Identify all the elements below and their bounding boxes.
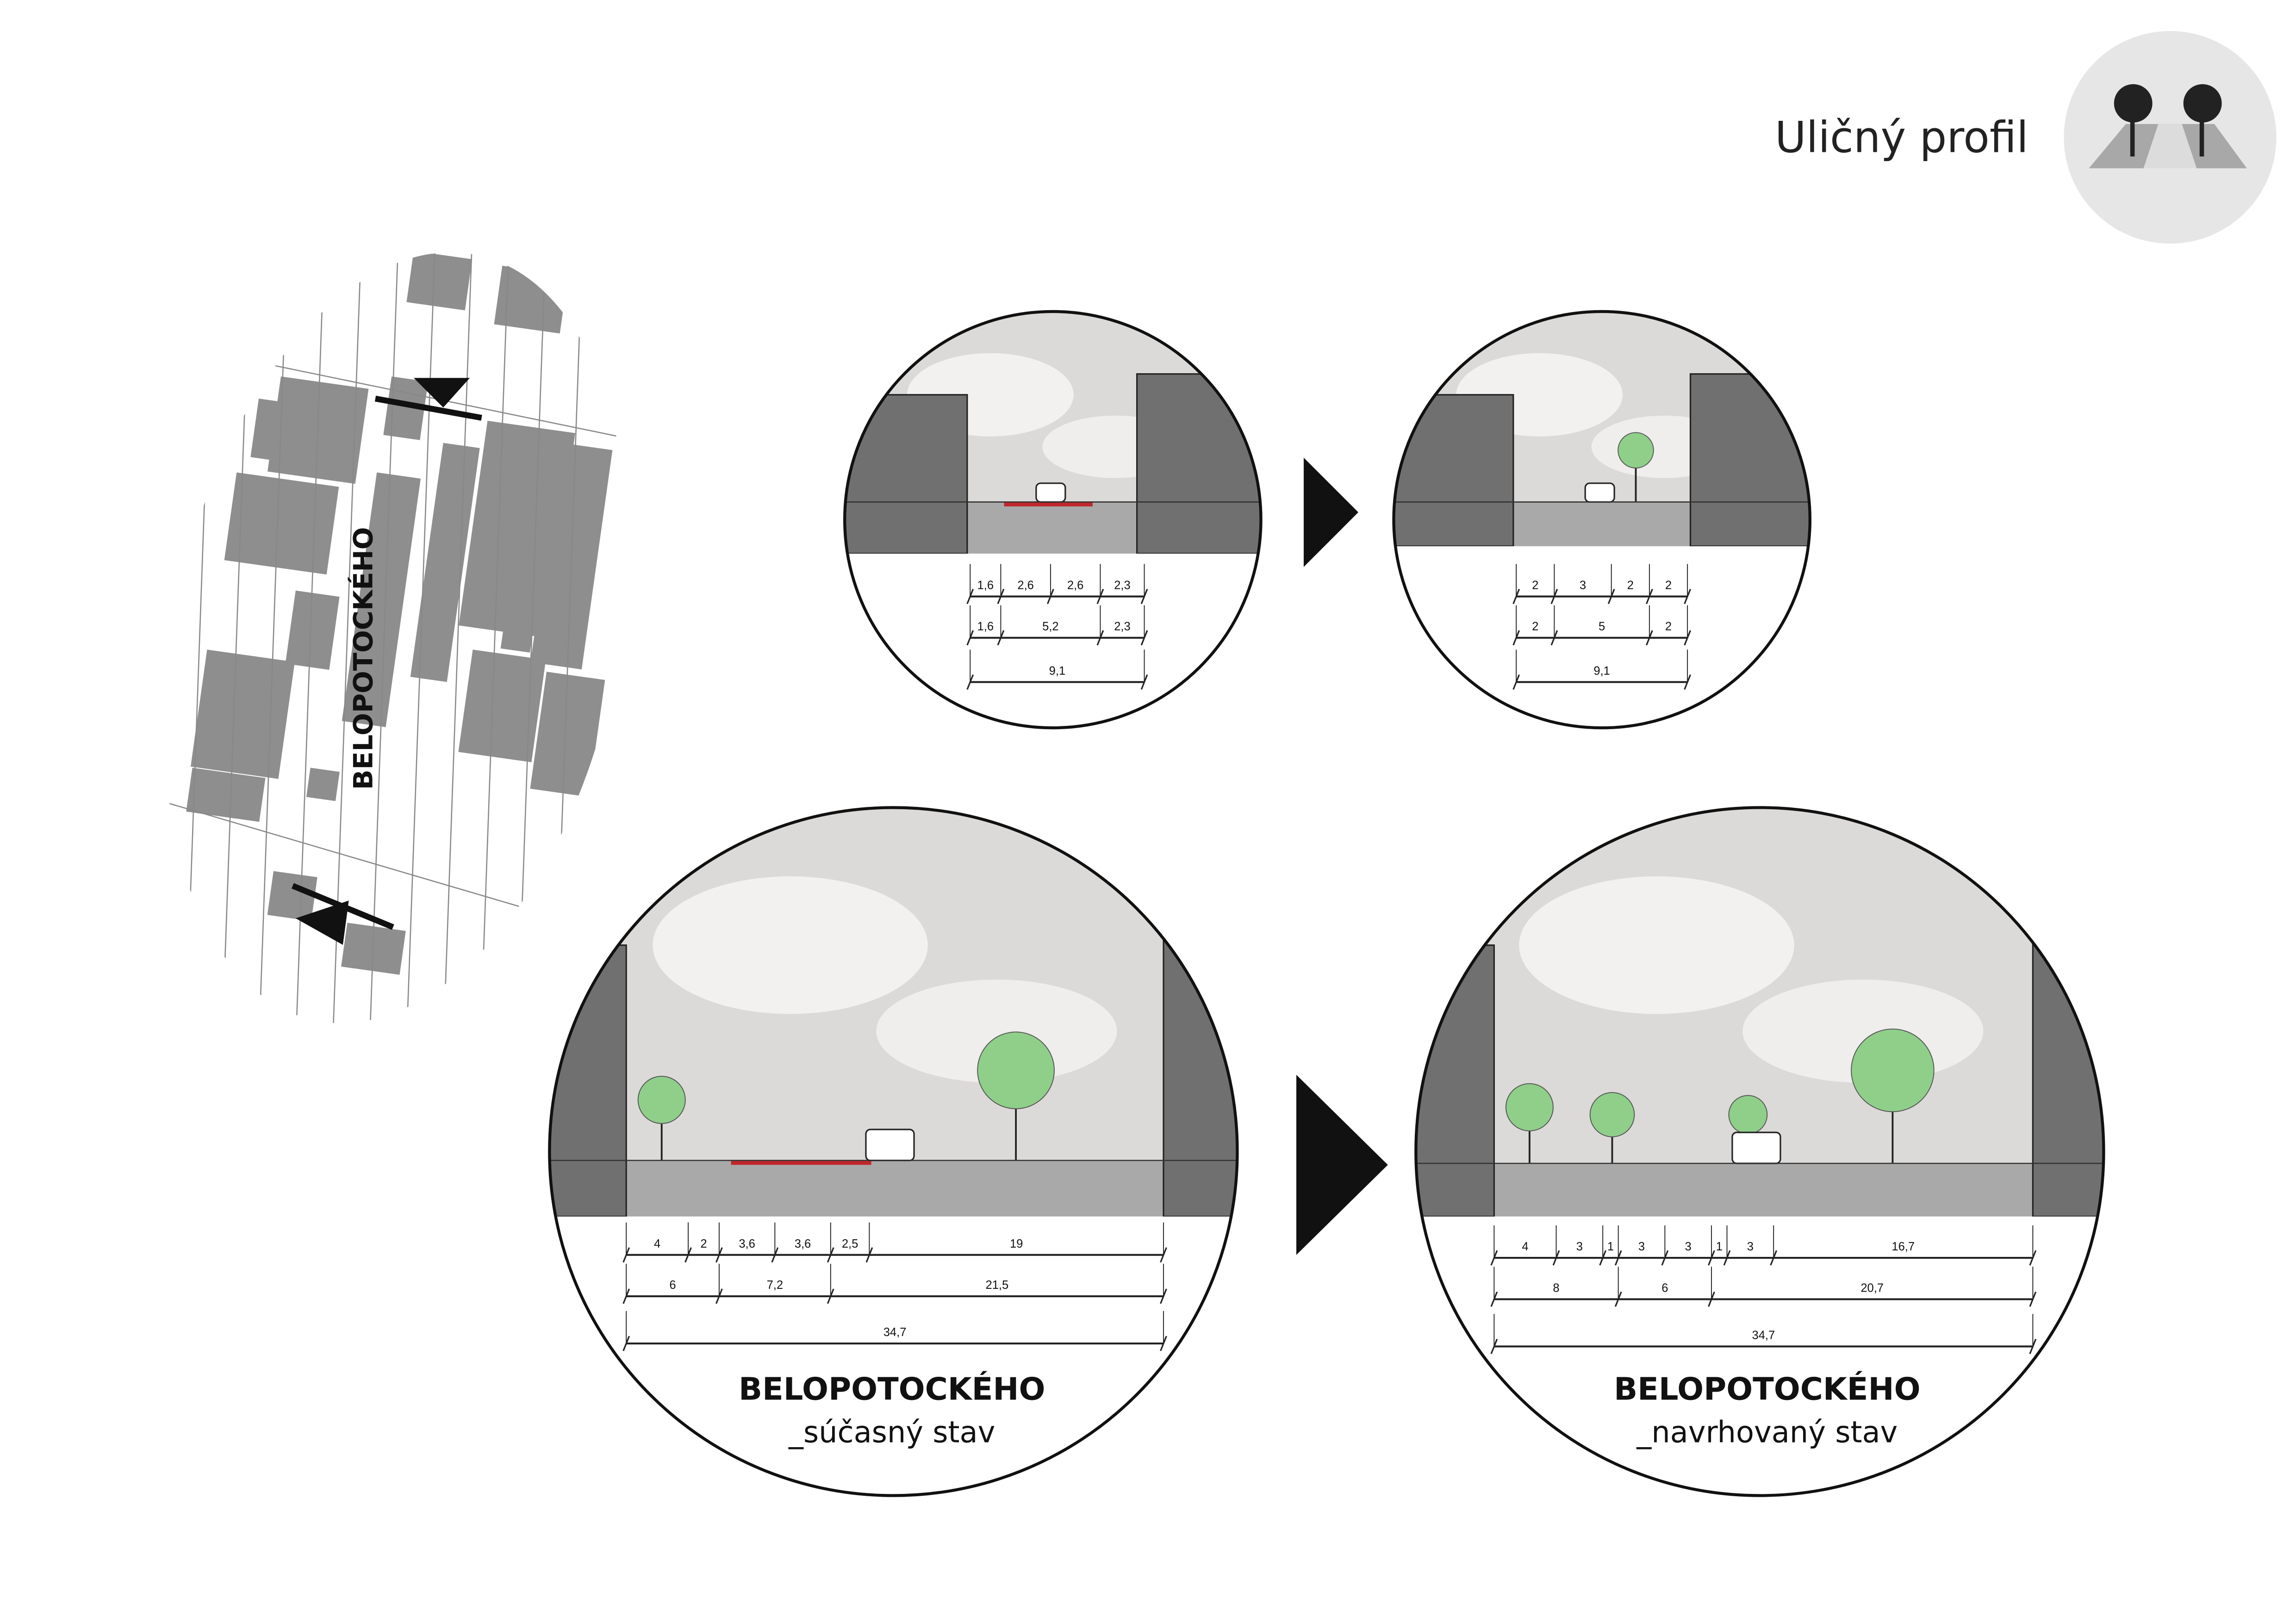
map-building [406, 251, 473, 311]
dimension-label: 8 [1553, 1281, 1559, 1294]
dimension-label: 4 [654, 1237, 660, 1250]
building-left [549, 944, 627, 1218]
section-marker-south [291, 883, 394, 945]
section-circle-frame [1414, 806, 2105, 1497]
profile-title-current: BELOPOTOCKÉHO [739, 1370, 1045, 1407]
dimension-label: 6 [1661, 1281, 1668, 1294]
dimension-label: 3 [1580, 579, 1586, 592]
tree-icon [1728, 1095, 1768, 1135]
dimension-label: 1,6 [977, 579, 994, 592]
map-street-line [368, 221, 400, 1049]
dimension-label: 34,7 [1752, 1329, 1775, 1342]
dimension-label: 1,6 [977, 620, 994, 633]
map-building [224, 472, 339, 575]
ground-section [1416, 1163, 2104, 1217]
dimension-label: 19 [1010, 1237, 1023, 1250]
car-icon [865, 1129, 915, 1162]
map-street-line [442, 221, 473, 1049]
building-right [1136, 373, 1261, 555]
tree-icon [1851, 1028, 1935, 1112]
dimension-label: 3,6 [739, 1237, 755, 1250]
profile-subtitle-proposed: _navrhovaný stav [1636, 1416, 1898, 1450]
bike-lane [731, 1160, 871, 1165]
dimension-label: 3 [1747, 1240, 1754, 1253]
map-building [267, 871, 317, 921]
map-street-line [405, 221, 437, 1049]
section-marker-north [374, 378, 482, 421]
car-icon [1035, 482, 1066, 503]
map-building [342, 472, 421, 727]
tree-icon [637, 1075, 686, 1124]
dimension-label: 20,7 [1860, 1281, 1884, 1294]
dimension-label: 2 [1665, 620, 1672, 633]
dimension-label: 2 [1532, 579, 1538, 592]
arrow-right-icon [1296, 1074, 1388, 1255]
tree-icon [1589, 1092, 1635, 1137]
map-street-line [295, 221, 326, 1049]
map-building [190, 650, 295, 779]
map-building [458, 650, 546, 762]
car-icon [1584, 482, 1615, 503]
dimension-label: 21,5 [986, 1279, 1009, 1292]
dimension-label: 7,2 [767, 1279, 783, 1292]
section-below [845, 553, 1261, 728]
dimension-label: 5,2 [1042, 620, 1058, 633]
cloud [1519, 876, 1794, 1014]
dimension-label: 1 [1716, 1240, 1723, 1253]
section-circle-frame [548, 806, 1239, 1497]
section-view-south-current [549, 807, 1238, 1496]
dimension-label: 2,5 [842, 1237, 858, 1250]
arrow-right-icon [1303, 457, 1358, 567]
dimension-label: 9,1 [1049, 664, 1065, 677]
map-building [306, 768, 340, 801]
profile-title-proposed: BELOPOTOCKÉHO [1614, 1370, 1920, 1407]
building-right [1689, 373, 1810, 547]
dimension-label: 2 [1665, 579, 1672, 592]
section-circle-frame [843, 310, 1263, 730]
dimension-label: 6 [669, 1279, 676, 1292]
dimension-label: 2 [1627, 579, 1634, 592]
map-building [530, 672, 605, 797]
dimension-label: 3 [1638, 1240, 1645, 1253]
section-circle-frame [1392, 310, 1811, 730]
cloud [876, 979, 1117, 1083]
dimension-label: 5 [1599, 620, 1605, 633]
dimension-label: 2 [1532, 620, 1538, 633]
cloud [653, 876, 928, 1014]
car-icon [1731, 1131, 1781, 1164]
dimension-label: 16,7 [1892, 1240, 1915, 1253]
building-left [1394, 394, 1514, 547]
map-street-line [479, 221, 510, 1049]
building-left [845, 394, 968, 555]
map-building [186, 768, 266, 822]
street-profile-trees-icon [2064, 31, 2277, 244]
dimension-label: 2 [700, 1237, 707, 1250]
dimension-label: 4 [1522, 1240, 1528, 1253]
dimension-label: 2,3 [1114, 579, 1130, 592]
page-title: Uličný profil [1775, 112, 2028, 162]
map-building [383, 376, 429, 440]
dimension-label: 34,7 [884, 1326, 907, 1339]
map-building [250, 399, 288, 462]
map-street-line [258, 221, 289, 1049]
dimension-label: 2,6 [1017, 579, 1033, 592]
map-building [494, 266, 568, 334]
dimension-label: 3 [1576, 1240, 1583, 1253]
tree-icon [1618, 432, 1654, 468]
profile-subtitle-current: _súčasný stav [788, 1416, 995, 1450]
dimension-label: 2,6 [1067, 579, 1083, 592]
tree-icon [977, 1031, 1055, 1109]
dimension-label: 3,6 [795, 1237, 811, 1250]
ground-section [549, 1160, 1238, 1217]
map-building [285, 590, 340, 670]
dimension-label: 9,1 [1593, 664, 1610, 677]
dimension-label: 2,3 [1114, 620, 1130, 633]
section-below [549, 1216, 1238, 1496]
site-map [147, 221, 650, 1049]
map-street-label: BELOPOTOCKÉHO [348, 527, 379, 790]
bike-lane [1004, 502, 1093, 506]
dimension-label: 3 [1685, 1240, 1692, 1253]
tree-icon [1505, 1083, 1554, 1131]
dimension-label: 1 [1607, 1240, 1614, 1253]
